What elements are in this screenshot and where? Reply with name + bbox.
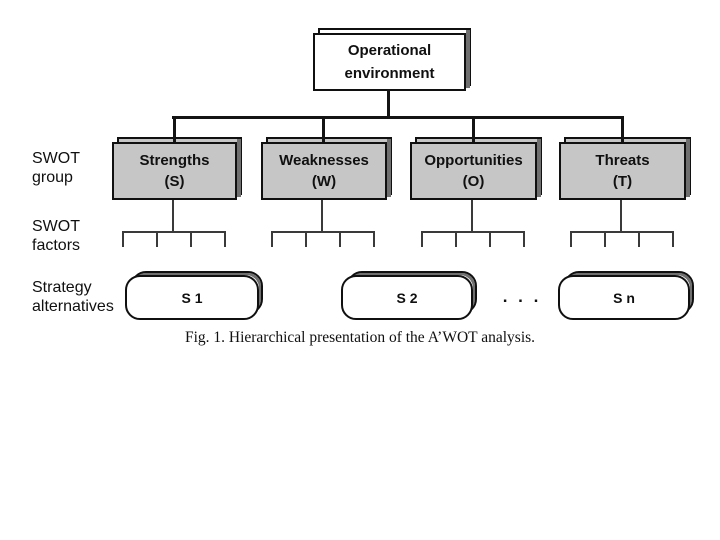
row-label-swot-factors: SWOT factors — [32, 217, 80, 255]
swot-factors-comb-threats — [570, 200, 674, 248]
row-label-line2: group — [32, 169, 73, 186]
group-code: (O) — [462, 173, 485, 190]
node-label-line1: Operational — [347, 42, 432, 59]
node-weaknesses: Weaknesses (W) — [261, 137, 392, 200]
connector-drop-opportunities — [472, 116, 475, 142]
group-code: (S) — [164, 173, 185, 190]
row-label-line2: alternatives — [32, 298, 114, 315]
node-opportunities: Opportunities (O) — [410, 137, 542, 200]
swot-factors-comb-opportunities — [421, 200, 525, 248]
group-code: (T) — [612, 173, 633, 190]
group-name: Opportunities — [424, 152, 523, 169]
node-operational-environment: Operational environment — [313, 28, 471, 91]
group-name: Strengths — [139, 152, 210, 169]
row-label-line1: SWOT — [32, 150, 80, 167]
connector-drop-strengths — [173, 116, 176, 142]
connector-drop-weaknesses — [322, 116, 325, 142]
row-label-line2: factors — [32, 237, 81, 254]
group-code: (W) — [311, 173, 337, 190]
row-label-strategy-alternatives: Strategy alternatives — [32, 278, 114, 316]
connector-drop-threats — [621, 116, 624, 142]
node-strategy-sn: S n — [558, 271, 694, 320]
ellipsis: . . . — [502, 287, 542, 306]
node-threats: Threats (T) — [559, 137, 691, 200]
strategy-label: S 1 — [181, 289, 203, 306]
node-strategy-s1: S 1 — [125, 271, 263, 320]
row-label-swot-group: SWOT group — [32, 149, 80, 187]
node-label-line2: environment — [344, 65, 435, 82]
swot-factors-comb-weaknesses — [271, 200, 375, 248]
node-strategy-s2: S 2 — [341, 271, 477, 320]
row-label-line1: Strategy — [32, 279, 92, 296]
strategy-label: S n — [613, 289, 635, 306]
group-name: Weaknesses — [279, 152, 369, 169]
connector-horizontal-bar — [172, 116, 624, 119]
group-name: Threats — [595, 152, 650, 169]
swot-factors-comb-strengths — [122, 200, 226, 248]
row-label-line1: SWOT — [32, 218, 80, 235]
strategy-label: S 2 — [396, 289, 418, 306]
connector-root-stem — [387, 89, 390, 118]
figure-caption: Fig. 1. Hierarchical presentation of the… — [184, 329, 536, 346]
node-strengths: Strengths (S) — [112, 137, 242, 200]
